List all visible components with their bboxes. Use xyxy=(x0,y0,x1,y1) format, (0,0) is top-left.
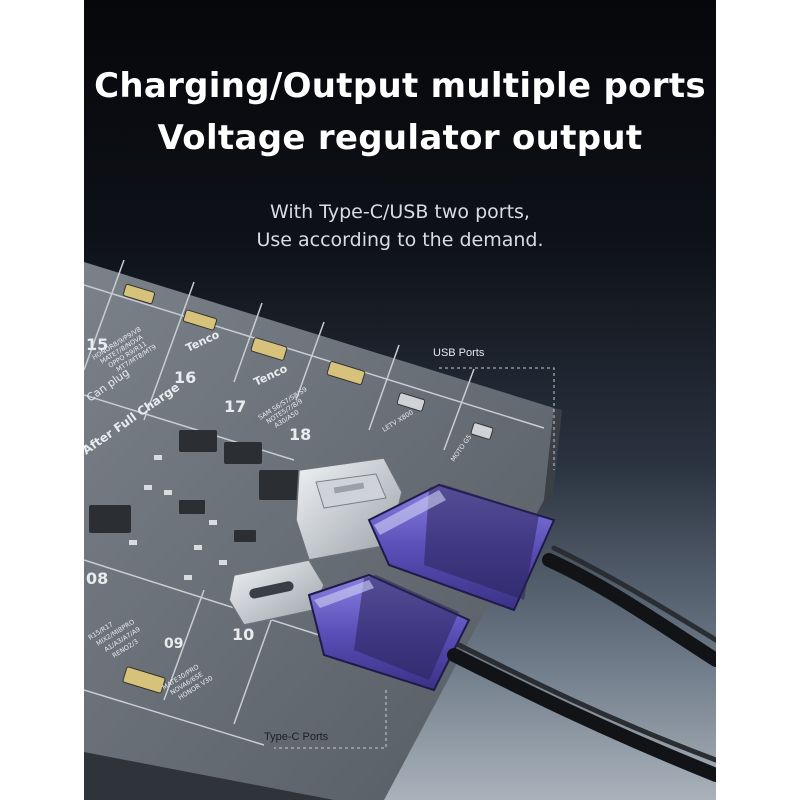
headline-line-2: Voltage regulator output xyxy=(157,118,643,158)
typec-ports-label: Type-C Ports xyxy=(264,731,329,743)
slot-number-08: 08 xyxy=(86,569,108,588)
board-chips xyxy=(89,430,299,542)
board-components xyxy=(129,455,227,580)
usb-ports-label: USB Ports xyxy=(433,347,485,359)
cables xyxy=(447,545,716,782)
slot-number-18: 18 xyxy=(289,425,311,444)
board-illustration: 15 16 17 18 08 09 10 Tenco Tenco After F… xyxy=(84,259,716,800)
slot-number-15: 15 xyxy=(86,335,108,354)
callout-lines xyxy=(274,367,555,749)
headline-line-1: Charging/Output multiple ports xyxy=(94,66,706,106)
slot-number-17: 17 xyxy=(224,397,246,416)
usb-cable-plug xyxy=(367,483,556,612)
typec-cable-plug xyxy=(307,573,471,692)
product-panel: Charging/Output multiple ports Voltage r… xyxy=(84,0,716,800)
slot-number-09: 09 xyxy=(164,636,183,652)
subheadline-line-2: Use according to the demand. xyxy=(256,229,544,251)
slot-connectors xyxy=(122,283,494,694)
slot-grid xyxy=(84,259,545,746)
subheadline-line-1: With Type-C/USB two ports, xyxy=(270,201,530,223)
slot-number-10: 10 xyxy=(232,625,254,644)
slot-number-16: 16 xyxy=(174,368,196,387)
